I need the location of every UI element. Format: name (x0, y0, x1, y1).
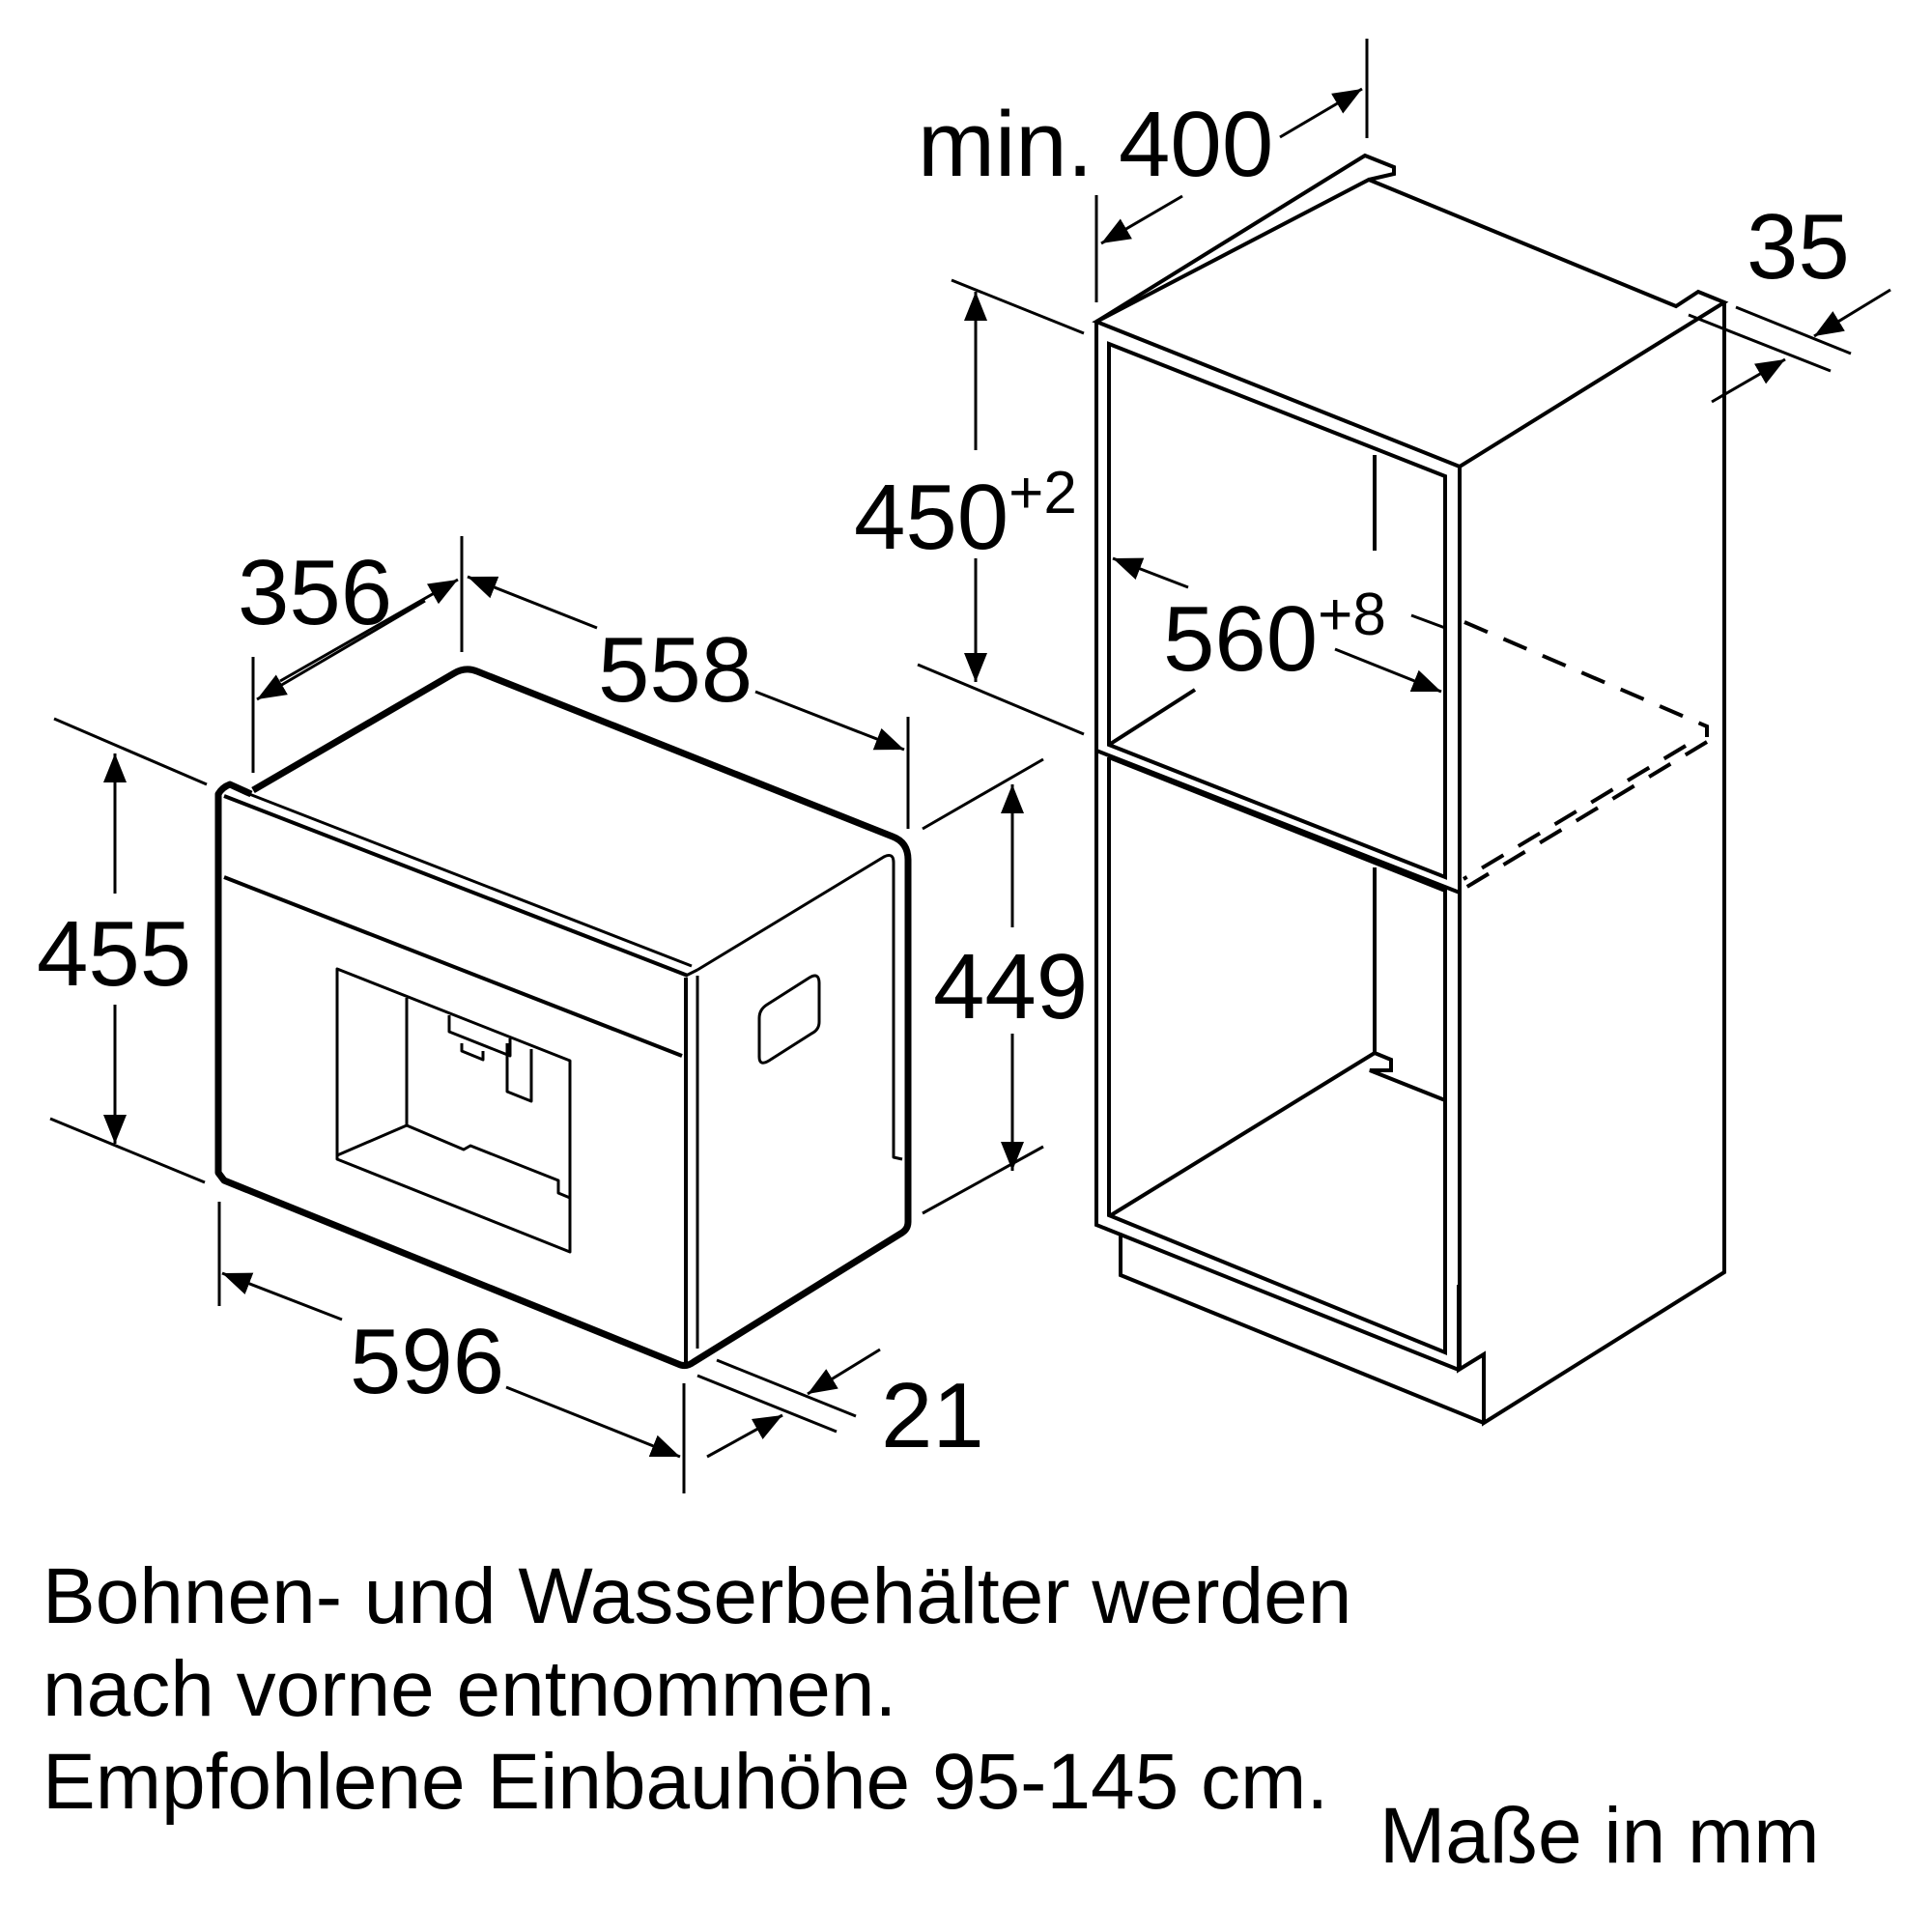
note-line-2: nach vorne entnommen. (43, 1645, 897, 1733)
cabinet-dimension-lines (917, 39, 1891, 736)
note-line-1: Bohnen- und Wasserbehälter werden (43, 1552, 1352, 1640)
cabinet-back-gap-label: 35 (1747, 195, 1850, 298)
appliance-body (214, 666, 912, 1370)
cabinet-niche-height-label: 450+2 (854, 464, 1077, 564)
niche-height-tolerance: +2 (1009, 460, 1077, 526)
cabinet-depth-label: min. 400 (918, 93, 1274, 196)
niche-height-value: 450 (854, 466, 1009, 569)
cabinet-body (1092, 153, 1729, 1427)
appliance-dimension-lines (49, 536, 1044, 1493)
cabinet-hidden-lines (1459, 620, 1709, 893)
niche-width-value: 560 (1163, 587, 1319, 691)
note-line-3: Empfohlene Einbauhöhe 95-145 cm. (43, 1738, 1329, 1826)
appliance-side-height-label: 449 (933, 935, 1089, 1038)
niche-width-tolerance: +8 (1318, 582, 1386, 648)
appliance-front-offset-label: 21 (881, 1364, 984, 1467)
cabinet-niche-width-label: 560+8 (1163, 585, 1386, 686)
appliance-front-height-label: 455 (37, 902, 192, 1006)
units-note: Maße in mm (1379, 1792, 1820, 1880)
appliance-top-width-label: 558 (598, 618, 753, 722)
appliance-depth-label: 356 (238, 541, 393, 644)
appliance-front-width-label: 596 (350, 1310, 505, 1413)
